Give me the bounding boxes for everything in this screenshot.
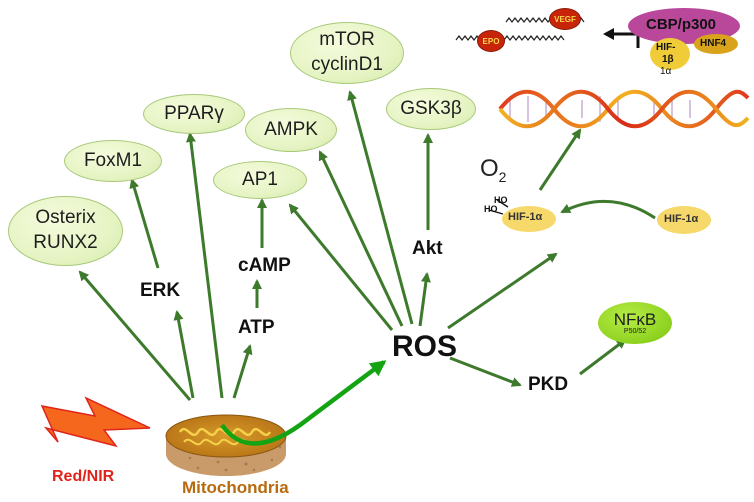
ap1-label: AP1	[242, 168, 278, 190]
arrow-ros-hif	[447, 252, 558, 330]
dna-helix-icon	[498, 89, 750, 129]
hif-free-shape	[657, 206, 711, 234]
arrow-ros-mtor	[347, 90, 414, 325]
cbp-p300-label: CBP/p300	[646, 16, 717, 33]
hif-free-label: HIF-1α	[664, 213, 699, 225]
vegf-badge: VEGF	[549, 8, 581, 30]
hif-hydroxylated-label: HIF-1α	[508, 211, 543, 223]
oxygen-o: O	[480, 155, 499, 182]
ho-label-1: HO	[494, 195, 508, 205]
epo-badge: EPO	[477, 30, 505, 52]
epo-label: EPO	[482, 36, 500, 46]
mitochondria-label: Mitochondria	[182, 478, 289, 497]
node-ap1: AP1	[213, 161, 307, 199]
ampk-label: AMPK	[264, 118, 318, 140]
arrow-mito-osterix	[78, 270, 192, 401]
oxygen-subscript: 2	[498, 168, 507, 185]
osterix-label: Osterix	[35, 207, 96, 229]
hif-complex-shape	[650, 38, 690, 70]
hif-hydroxylated-shape	[502, 206, 556, 232]
arrow-ros-ap1	[288, 203, 394, 331]
runx2-label: RUNX2	[33, 232, 98, 253]
foxm1-label: FoxM1	[83, 149, 143, 171]
hif-complex-label-c: 1α	[660, 66, 672, 77]
red-nir-label: Red/NIR	[52, 468, 115, 485]
oxygen-label: O2	[480, 155, 506, 185]
nfkb-subunits-label: P50/52	[623, 328, 647, 335]
lightning-bolt-icon	[40, 396, 151, 448]
akt-label: Akt	[412, 238, 443, 259]
hnf4-label: HNF4	[700, 38, 727, 49]
mtor-label: mTOR	[319, 29, 375, 51]
mitochondria-icon	[165, 414, 287, 476]
arrow-erk-foxm1	[129, 178, 160, 269]
arrow-ros-pkd	[449, 356, 522, 387]
ppar-gamma-label: PPARγ	[164, 102, 224, 124]
hif-complex-label-b: 1β	[662, 54, 674, 65]
cyclind1-label: cyclinD1	[311, 54, 383, 75]
node-ampk: AMPK	[245, 108, 337, 152]
node-gsk3b: GSK3β	[386, 88, 476, 130]
hif-complex-label-a: HIF-	[656, 42, 676, 53]
ho-label-2: HO	[484, 204, 498, 214]
arrow-mito-erk	[173, 310, 195, 399]
node-nfkb: NFκB P50/52	[598, 302, 672, 344]
hnf4-shape	[694, 34, 738, 54]
erk-label: ERK	[140, 280, 181, 301]
arrow-hif-dna	[538, 128, 582, 191]
atp-label: ATP	[238, 317, 275, 338]
nfkb-label: NFκB	[613, 310, 657, 329]
epo-mrna-icon	[455, 35, 565, 41]
arrow-ros-akt	[418, 272, 431, 327]
node-ppar-gamma: PPARγ	[143, 94, 245, 134]
ros-label: ROS	[392, 330, 458, 363]
camp-label: cAMP	[238, 255, 291, 276]
node-foxm1: FoxM1	[64, 140, 162, 182]
arrow-ros-ampk	[318, 150, 404, 327]
arrow-mito-atp	[232, 344, 253, 399]
node-mtor-cyclind1: mTOR cyclinD1	[290, 22, 404, 84]
arrow-hif-hydroxylation	[560, 199, 656, 220]
arrow-pkd-nfkb	[579, 338, 627, 376]
arrow-mito-ros	[220, 360, 387, 446]
pkd-label: PKD	[528, 374, 569, 395]
vegf-label: VEGF	[554, 14, 576, 24]
gsk3b-label: GSK3β	[400, 97, 462, 119]
arrow-mito-ppar	[185, 132, 224, 399]
